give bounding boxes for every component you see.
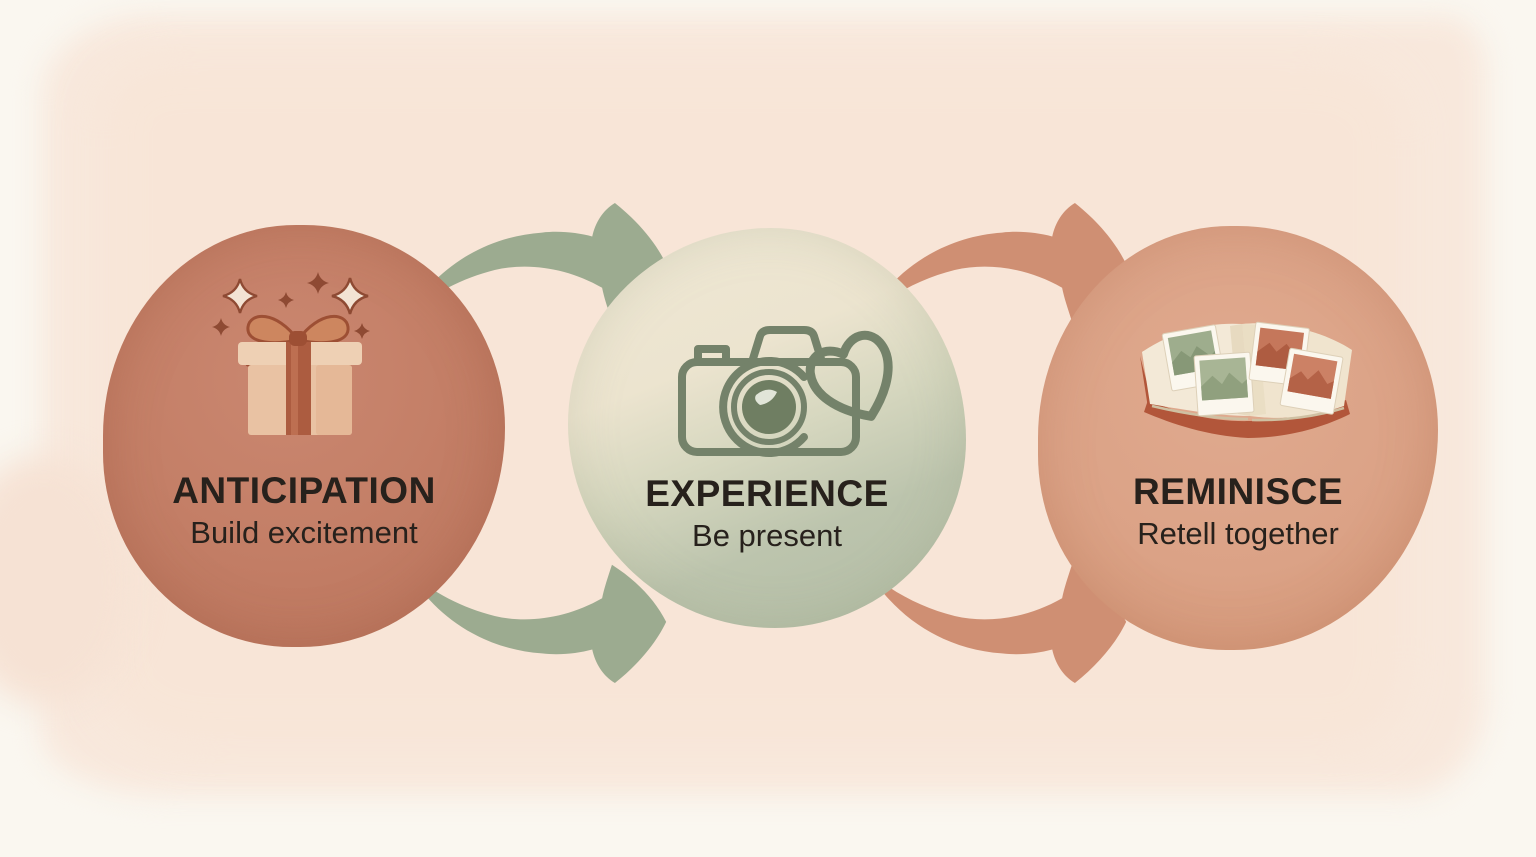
stage-text-block: ANTICIPATION Build excitement — [103, 471, 505, 555]
stage-subtitle: Be present — [692, 518, 842, 553]
anticipation-circle — [103, 225, 505, 647]
stage-reminisce: REMINISCE Retell together — [1038, 226, 1438, 650]
stage-title: REMINISCE — [1132, 471, 1344, 512]
gift-sparkles-icon — [212, 272, 370, 435]
stage-title: EXPERIENCE — [645, 473, 889, 514]
reminisce-circle — [1038, 226, 1438, 650]
stage-anticipation: ANTICIPATION Build excitement — [103, 225, 505, 647]
stage-subtitle: Build excitement — [190, 515, 418, 550]
camera-heart-icon — [678, 326, 893, 457]
photo-album-icon — [1140, 321, 1352, 438]
stage-text-block: REMINISCE Retell together — [1038, 472, 1438, 556]
stage-text-block: EXPERIENCE Be present — [568, 474, 966, 558]
stage-subtitle: Retell together — [1137, 516, 1339, 551]
stage-experience: EXPERIENCE Be present — [568, 228, 966, 628]
stage-title: ANTICIPATION — [172, 470, 436, 511]
